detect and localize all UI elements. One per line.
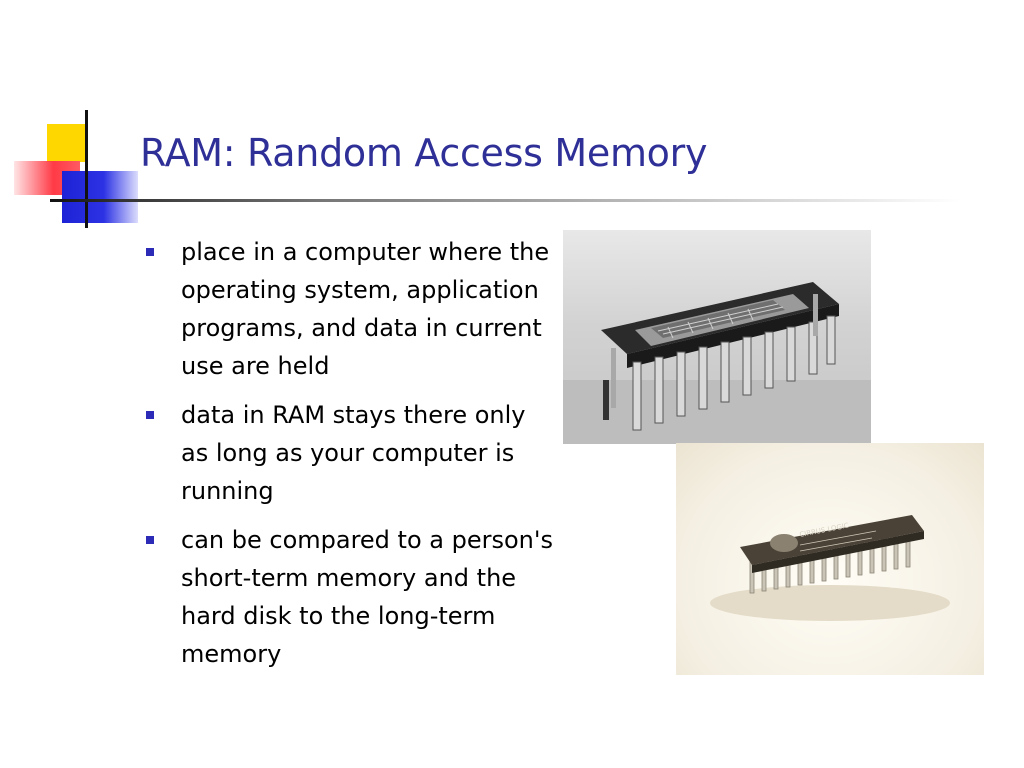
slide-title: RAM: Random Access Memory	[140, 131, 708, 175]
ram-chip-closeup-photo	[563, 230, 871, 444]
dip-chip-photo: CIRRUS LOGIC	[676, 443, 984, 675]
bullet-text: can be compared to a person's short-term…	[181, 526, 553, 668]
memory-chip-closeup-icon	[563, 282, 871, 444]
vertical-accent-line	[85, 110, 88, 228]
bullet-text: place in a computer where the operating …	[181, 238, 550, 380]
yellow-accent-square	[47, 124, 86, 162]
bullet-list: place in a computer where the operating …	[146, 233, 556, 684]
bullet-item: data in RAM stays there only as long as …	[146, 396, 556, 510]
dip-chip-icon: CIRRUS LOGIC	[710, 515, 950, 621]
bullet-text: data in RAM stays there only as long as …	[181, 401, 526, 505]
bullet-square-icon	[146, 536, 154, 544]
bullet-item: can be compared to a person's short-term…	[146, 521, 556, 673]
bullet-item: place in a computer where the operating …	[146, 233, 556, 385]
bullet-square-icon	[146, 411, 154, 419]
bullet-square-icon	[146, 248, 154, 256]
blue-accent-square	[62, 171, 138, 223]
title-underline	[50, 199, 960, 202]
